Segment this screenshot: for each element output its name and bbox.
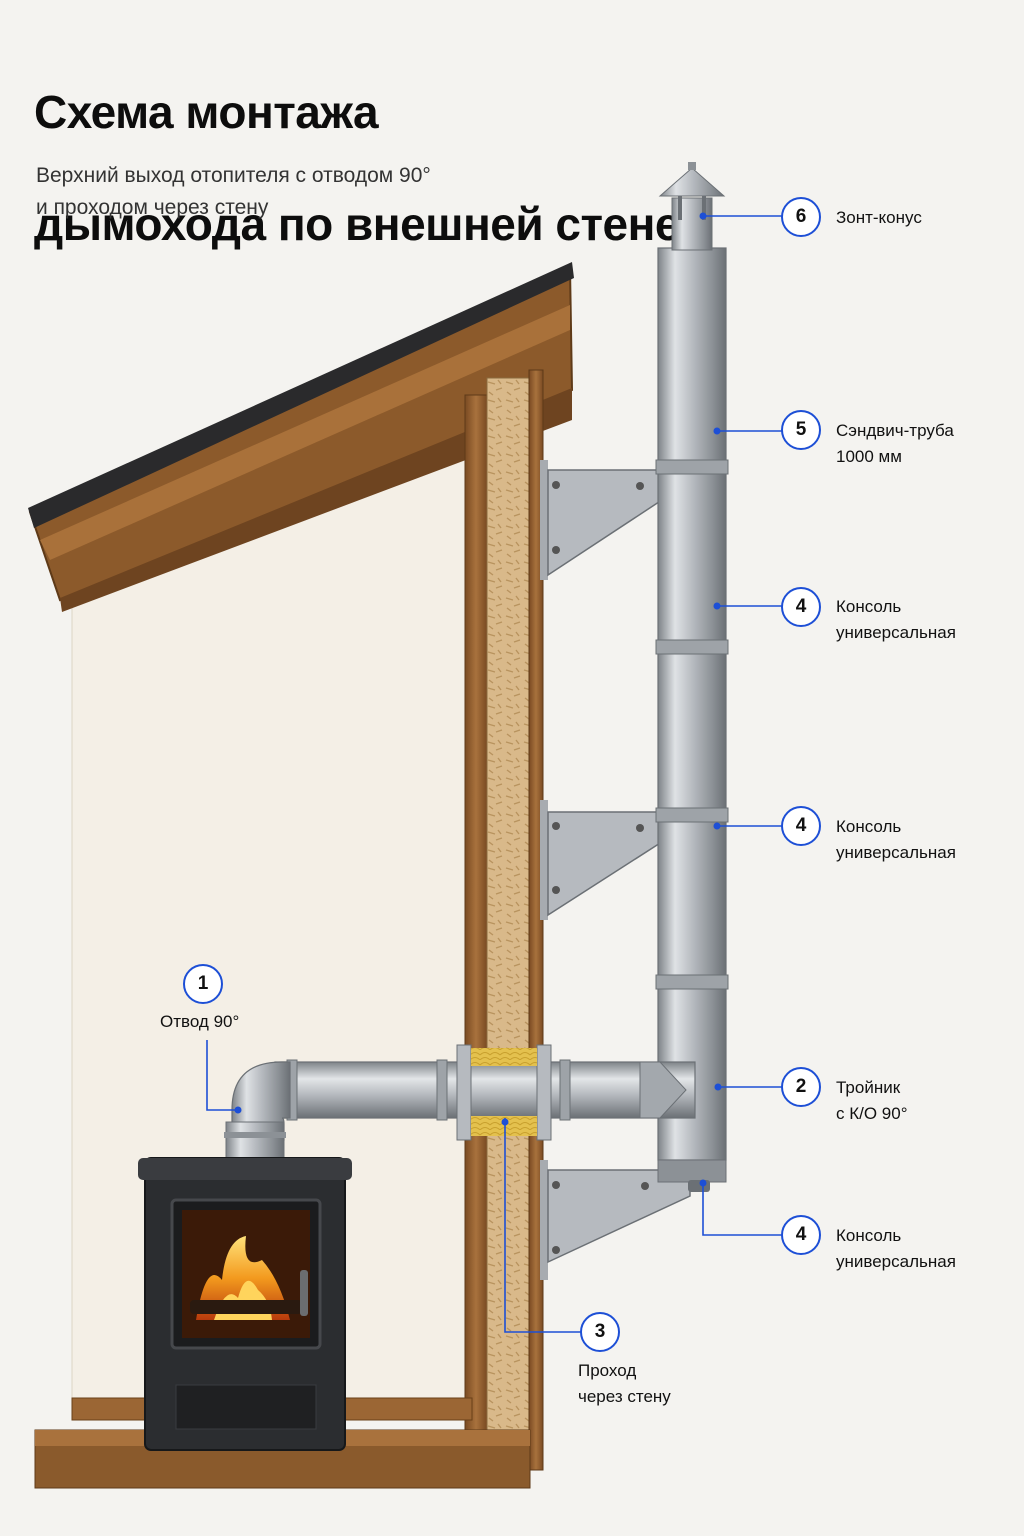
chimney-column [655,247,729,1192]
callout-label-sandwich-pipe: Сэндвич-труба 1000 мм [836,418,954,470]
callout-label-cone-cap: Зонт-конус [836,205,922,231]
callout-number-4c: 4 [781,1215,821,1255]
callout-line: Консоль [836,817,902,836]
callout-line: Сэндвич-труба [836,421,954,440]
cone-cap [658,162,726,251]
callout-label-tee: Тройник с К/О 90° [836,1075,908,1127]
callout-line: через стену [578,1387,671,1406]
callout-line: универсальная [836,1252,956,1271]
wall-insulation [486,377,530,1436]
callout-number-4a: 4 [781,587,821,627]
wall-passthrough [456,1044,552,1141]
subtitle-line-1: Верхний выход отопителя с отводом 90° [36,164,431,187]
leader-dots [234,212,722,1187]
callout-line: Тройник [836,1078,901,1097]
callout-label-elbow: Отвод 90° [160,1009,239,1035]
wall-bracket-middle [540,800,669,920]
callout-line: Проход [578,1361,637,1380]
callout-line: Отвод 90° [160,1012,240,1031]
callout-line: универсальная [836,843,956,862]
subtitle-line-2: и проходом через стену [36,196,269,219]
callout-number-5: 5 [781,410,821,450]
callout-line: Зонт-конус [836,208,922,227]
leader-lines [206,215,783,1333]
callout-line: Консоль [836,597,902,616]
callout-label-console-bottom: Консоль универсальная [836,1223,956,1275]
title-line-2: дымохода по внешней стене [34,198,681,250]
callout-line: универсальная [836,623,956,642]
callout-line: Консоль [836,1226,902,1245]
horizontal-pipe [274,1059,696,1121]
callout-number-1: 1 [183,964,223,1004]
callout-number-6: 6 [781,197,821,237]
title-line-1: Схема монтажа [34,86,379,138]
wall-stud-inner [464,394,488,1436]
callout-line: с К/О 90° [836,1104,908,1123]
wall-bracket-top [540,460,669,580]
callout-line: 1000 мм [836,447,902,466]
callout-number-4b: 4 [781,806,821,846]
callout-label-console-top: Консоль универсальная [836,594,956,646]
wall-bracket-bottom [540,1160,691,1280]
callout-number-2: 2 [781,1067,821,1107]
callout-label-console-middle: Консоль универсальная [836,814,956,866]
diagram-subtitle: Верхний выход отопителя с отводом 90° и … [36,160,431,224]
callout-number-3: 3 [580,1312,620,1352]
diagram-title: Схема монтажа дымохода по внешней стене [34,28,681,308]
callout-label-wall-passthrough: Проход через стену [578,1358,671,1410]
stove [138,1157,352,1451]
roof [28,262,574,612]
elbow-90 [224,1061,291,1163]
